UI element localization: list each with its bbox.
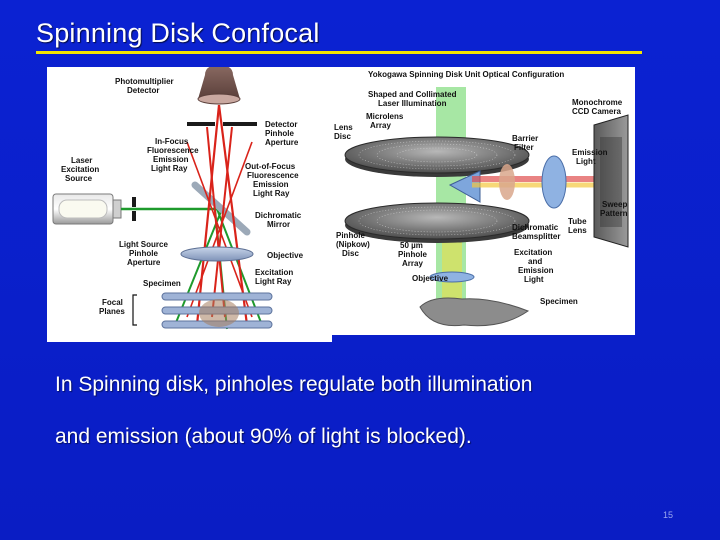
label-focal-2: Planes <box>99 307 125 316</box>
detector-pinhole-aperture-icon <box>187 122 257 126</box>
label-lens-disc-1: Lens <box>334 123 353 132</box>
label-pinhole-disc-3: Disc <box>342 249 359 258</box>
emission-rays-icon <box>186 104 253 326</box>
label-microlens-2: Array <box>370 121 391 130</box>
label-exc-emis-2: and <box>528 257 542 266</box>
label-dichromatic-2: Beamsplitter <box>512 232 560 241</box>
label-dichromatic-1: Dichromatic <box>512 223 559 232</box>
label-pinhole-array-3: Array <box>402 259 423 268</box>
label-lsp-1: Light Source <box>119 240 168 249</box>
label-exc-emis-1: Excitation <box>514 248 552 257</box>
label-tube-lens-1: Tube <box>568 217 587 226</box>
laser-source-icon <box>52 193 122 225</box>
label-objective: Objective <box>267 251 304 260</box>
label-shaped-1: Shaped and Collimated <box>368 90 457 99</box>
objective-lens-icon <box>180 246 254 262</box>
label-pinhole-disc-2: (Nipkow) <box>336 240 370 249</box>
label-exc-emis-4: Light <box>524 275 544 284</box>
label-monochrome-2: CCD Camera <box>572 107 621 116</box>
label-excitation-2: Light Ray <box>255 277 292 286</box>
label-laser-2: Excitation <box>61 165 99 174</box>
label-excitation-1: Excitation <box>255 268 293 277</box>
label-pinhole-array-1: 50 µm <box>400 241 423 250</box>
label-exc-emis-3: Emission <box>518 266 554 275</box>
photomultiplier-detector-icon <box>197 67 241 105</box>
light-source-pinhole-bottom-icon <box>132 211 136 221</box>
title-underline <box>36 51 642 54</box>
barrier-filter-icon <box>499 164 515 200</box>
objective-icon <box>429 271 475 283</box>
label-pinhole-disc-1: Pinhole <box>336 231 365 240</box>
label-focal-1: Focal <box>102 298 123 307</box>
label-microlens-1: Microlens <box>366 112 404 121</box>
label-detector-pinhole-3: Aperture <box>265 138 299 147</box>
specimen-icon <box>199 299 239 327</box>
label-infocus-3: Emission <box>153 155 189 164</box>
point-scanning-confocal-diagram: Photomultiplier Detector Detector Pinhol… <box>47 67 332 342</box>
slide-title: Spinning Disk Confocal <box>36 18 320 48</box>
label-specimen: Specimen <box>143 279 181 288</box>
label-lsp-3: Aperture <box>127 258 161 267</box>
label-sweep-1: Sweep <box>602 200 627 209</box>
specimen-icon <box>419 297 530 327</box>
confocal-light-path-illustration: Photomultiplier Detector Detector Pinhol… <box>52 67 304 330</box>
label-specimen: Specimen <box>540 297 578 306</box>
caption-line-1: In Spinning disk, pinholes regulate both… <box>55 373 533 396</box>
label-infocus-2: Fluorescence <box>147 146 199 155</box>
label-oof-4: Light Ray <box>253 189 290 198</box>
label-lsp-2: Pinhole <box>129 249 158 258</box>
label-oof-1: Out-of-Focus <box>245 162 296 171</box>
pinhole-disc-icon <box>344 202 530 243</box>
caption-line-2: and emission (about 90% of light is bloc… <box>55 425 472 448</box>
microlens-disc-icon <box>344 136 530 177</box>
label-objective: Objective <box>412 274 449 283</box>
ccd-camera-icon <box>593 114 629 248</box>
label-sweep-2: Pattern <box>600 209 628 218</box>
label-emission-2: Light <box>576 157 596 166</box>
label-oof-3: Emission <box>253 180 289 189</box>
label-emission-1: Emission <box>572 148 608 157</box>
spinning-disk-optical-illustration: Yokogawa Spinning Disk Unit Optical Conf… <box>334 70 629 327</box>
emission-path-icon <box>472 176 602 188</box>
label-monochrome-1: Monochrome <box>572 98 623 107</box>
tube-lens-icon <box>541 155 567 209</box>
label-detector-pinhole-1: Detector <box>265 120 297 129</box>
yokogawa-spinning-disk-diagram: Yokogawa Spinning Disk Unit Optical Conf… <box>332 67 635 335</box>
label-detector: Detector <box>127 86 159 95</box>
label-lens-disc-2: Disc <box>334 132 351 141</box>
label-barrier-2: Filter <box>514 143 534 152</box>
label-detector-pinhole-2: Pinhole <box>265 129 294 138</box>
label-oof-2: Fluorescence <box>247 171 299 180</box>
dichromatic-mirror-icon <box>191 181 251 236</box>
label-barrier-1: Barrier <box>512 134 538 143</box>
label-yokogawa-title: Yokogawa Spinning Disk Unit Optical Conf… <box>368 70 564 79</box>
light-source-pinhole-top-icon <box>132 197 136 207</box>
label-infocus-1: In-Focus <box>155 137 189 146</box>
focal-planes-bracket-icon <box>132 294 137 326</box>
label-photomultiplier: Photomultiplier <box>115 77 174 86</box>
label-shaped-2: Laser Illumination <box>378 99 447 108</box>
page-number: 15 <box>663 510 674 520</box>
label-laser-1: Laser <box>71 156 92 165</box>
label-laser-3: Source <box>65 174 93 183</box>
label-pinhole-array-2: Pinhole <box>398 250 427 259</box>
label-tube-lens-2: Lens <box>568 226 587 235</box>
label-infocus-4: Light Ray <box>151 164 188 173</box>
label-dichromatic-1: Dichromatic <box>255 211 302 220</box>
label-dichromatic-2: Mirror <box>267 220 290 229</box>
